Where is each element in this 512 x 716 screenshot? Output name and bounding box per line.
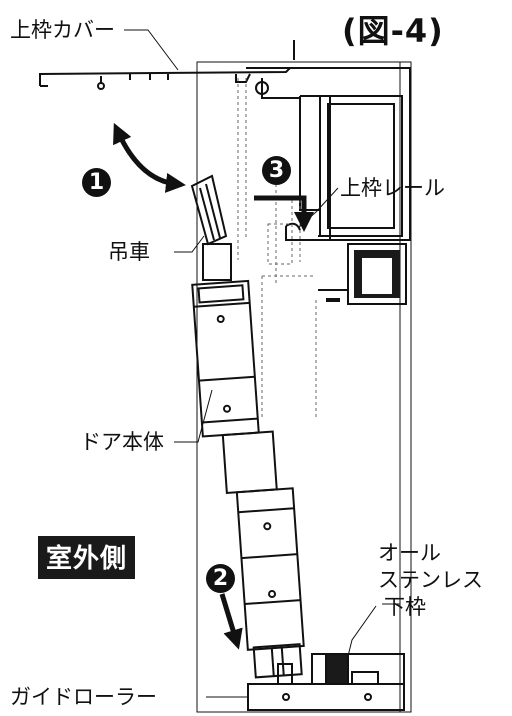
bottom-frame (247, 653, 405, 711)
rail-channel (318, 243, 407, 305)
upper-frame-rail (285, 222, 330, 241)
step2-marker: 2 (206, 564, 235, 593)
door-body (191, 279, 305, 679)
hidden-lines (237, 78, 317, 420)
step1-marker: 1 (82, 168, 111, 197)
step1-arrow (113, 122, 186, 193)
hanger-label: 吊車 (108, 240, 150, 264)
leader-lines (124, 29, 400, 698)
door-body-label: ドア本体 (80, 430, 164, 454)
figure-title: (図-4) (342, 12, 444, 50)
hanger (190, 174, 232, 281)
step2-arrow (219, 593, 243, 650)
guide-roller (277, 663, 293, 685)
bottom-frame-label-line2: ステンレス (378, 568, 483, 592)
step3-arrow (254, 195, 314, 232)
side-label-badge: 室外側 (38, 536, 136, 579)
bottom-frame-label-line3: 下枠 (384, 595, 426, 619)
upper-frame-body (246, 67, 411, 241)
bottom-frame-label-line1: オール (378, 541, 441, 565)
guide-roller-label: ガイドローラー (10, 685, 157, 709)
step3-marker: 3 (262, 156, 291, 185)
upper-frame-rail-label: 上枠レール (340, 176, 445, 200)
upper-frame-cover-label: 上枠カバー (10, 18, 115, 42)
